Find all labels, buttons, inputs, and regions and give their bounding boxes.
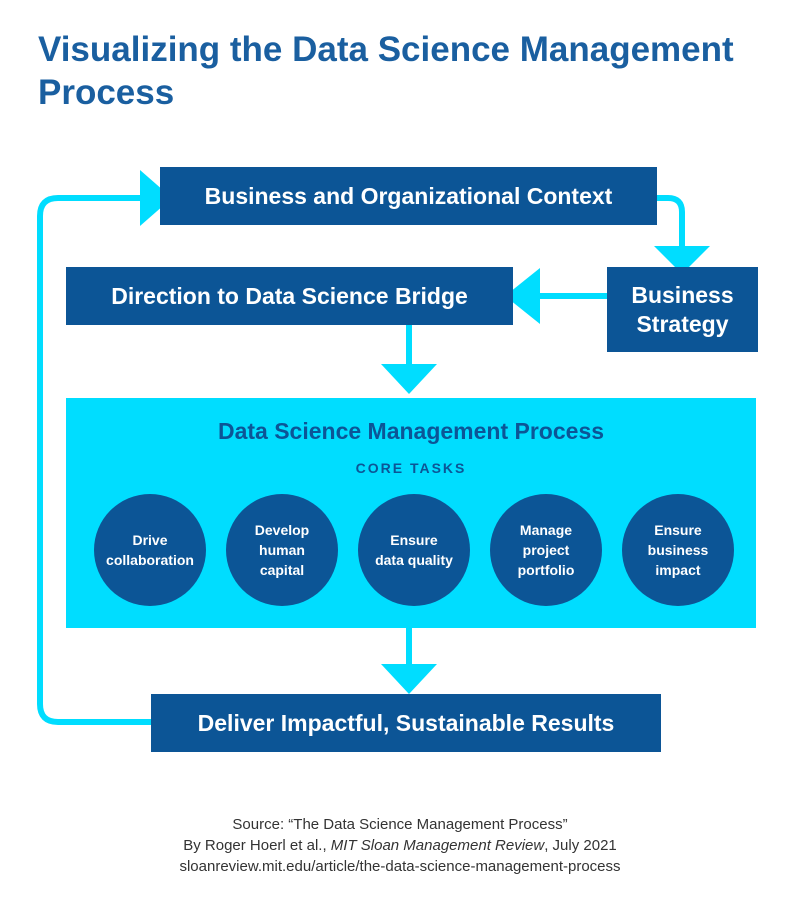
- context-to-strategy-line: [657, 195, 685, 248]
- data-science-bridge-box: Direction to Data Science Bridge: [66, 267, 513, 325]
- source-citation: Source: “The Data Science Management Pro…: [0, 814, 800, 877]
- bridge-to-process-arrowhead: [381, 364, 437, 394]
- feedback-loop-arrowhead: [140, 170, 172, 226]
- deliver-results-box: Deliver Impactful, Sustainable Results: [151, 694, 661, 752]
- task-drive-collaboration: Drive collaboration: [94, 494, 206, 606]
- source-line-authors: By Roger Hoerl et al., MIT Sloan Managem…: [0, 835, 800, 856]
- source-authors: By Roger Hoerl et al.,: [183, 837, 331, 854]
- business-context-box: Business and Organizational Context: [160, 167, 657, 225]
- source-publication: MIT Sloan Management Review: [330, 837, 545, 854]
- source-date: , July 2021: [544, 837, 617, 854]
- source-url: sloanreview.mit.edu/article/the-data-sci…: [179, 858, 621, 875]
- task-ensure-business-impact: Ensure business impact: [622, 494, 734, 606]
- context-to-strategy-arrowhead: [654, 246, 710, 274]
- page-title: Visualizing the Data Science Management …: [38, 30, 734, 112]
- business-strategy-box: Business Strategy: [607, 267, 758, 352]
- task-develop-human-capital: Develop human capital: [226, 494, 338, 606]
- data-science-process-panel: Data Science Management Process CORE TAS…: [66, 398, 756, 628]
- source-line-title: Source: “The Data Science Management Pro…: [232, 816, 568, 833]
- task-manage-project-portfolio: Manage project portfolio: [490, 494, 602, 606]
- process-to-results-arrowhead: [381, 664, 437, 694]
- feedback-loop-line: [37, 195, 151, 725]
- strategy-to-bridge-arrowhead: [505, 268, 540, 324]
- process-title: Data Science Management Process: [217, 418, 605, 444]
- task-ensure-data-quality: Ensure data quality: [358, 494, 470, 606]
- core-tasks-label: CORE TASKS: [355, 460, 467, 476]
